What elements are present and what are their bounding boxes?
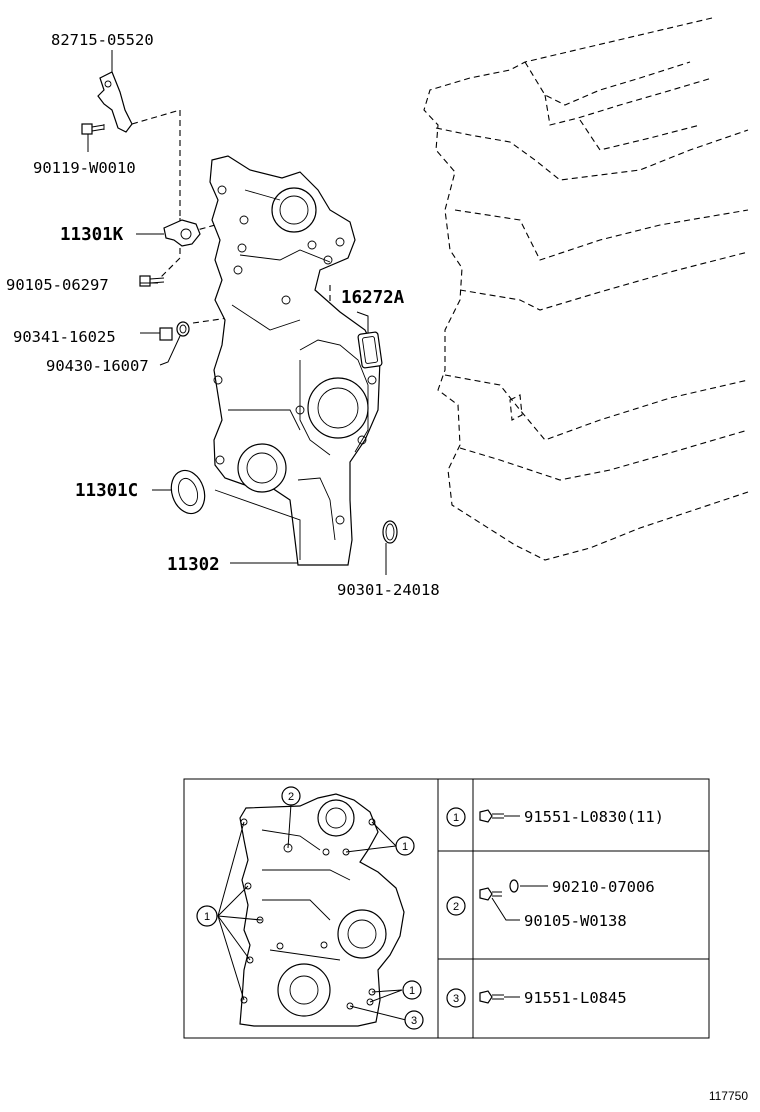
row-2-number: 2	[446, 896, 466, 916]
callout-1-right-bottom: 1	[402, 980, 422, 1000]
svg-text:2: 2	[288, 791, 294, 803]
callout-1-left: 1	[196, 905, 218, 927]
svg-text:1: 1	[409, 985, 415, 997]
detail-cover-drawing	[239, 793, 405, 1027]
row-1-number: 1	[446, 807, 466, 827]
o-ring	[382, 520, 398, 544]
leader-lines	[87, 50, 387, 575]
bolt-location-detail: 1 2 1 1 3 1 2 3	[183, 778, 710, 1039]
label-90341-16025: 90341-16025	[13, 328, 116, 346]
svg-text:1: 1	[204, 911, 210, 923]
timing-chain-cover	[209, 155, 381, 566]
row-2-part-number-washer: 90210-07006	[552, 878, 655, 896]
figure-number: 117750	[709, 1089, 748, 1103]
row-1-bolt-icon	[479, 809, 504, 823]
part-labels: 82715-05520 90119-W0010 11301K 90105-062…	[6, 31, 440, 599]
callout-1-right-top: 1	[395, 836, 415, 856]
label-90301-24018: 90301-24018	[337, 581, 440, 599]
row-2-bolt-icon	[479, 879, 519, 901]
plug-gasket	[176, 321, 190, 337]
svg-text:3: 3	[453, 993, 459, 1005]
row-3-number: 3	[446, 988, 466, 1008]
wire-bracket	[97, 71, 133, 133]
engine-block-outline	[423, 17, 749, 561]
callout-3-bottom: 3	[404, 1010, 424, 1030]
row-3-bolt-icon	[479, 990, 504, 1004]
callout-2-top: 2	[281, 786, 301, 806]
water-inlet-gasket	[357, 331, 383, 369]
row-1-part-number: 91551-L0830(11)	[524, 808, 664, 826]
svg-text:1: 1	[402, 841, 408, 853]
crank-position-sensor	[163, 219, 201, 247]
row-2-part-number-bolt: 90105-W0138	[524, 912, 627, 930]
label-11301K: 11301K	[60, 225, 124, 245]
label-16272A: 16272A	[341, 288, 405, 308]
sensor-bolt	[139, 275, 165, 287]
label-11301C: 11301C	[75, 481, 138, 501]
label-90105-06297: 90105-06297	[6, 276, 109, 294]
row-3-part-number: 91551-L0845	[524, 989, 627, 1007]
label-90119-W0010: 90119-W0010	[33, 159, 136, 177]
label-11302: 11302	[167, 555, 220, 575]
crankshaft-oil-seal	[170, 469, 206, 515]
straight-screw-plug	[159, 327, 173, 341]
label-90430-16007: 90430-16007	[46, 357, 149, 375]
svg-text:3: 3	[411, 1015, 417, 1027]
bracket-bolt	[81, 123, 105, 135]
svg-text:1: 1	[453, 812, 459, 824]
svg-text:2: 2	[453, 901, 459, 913]
label-82715-05520: 82715-05520	[51, 31, 154, 49]
